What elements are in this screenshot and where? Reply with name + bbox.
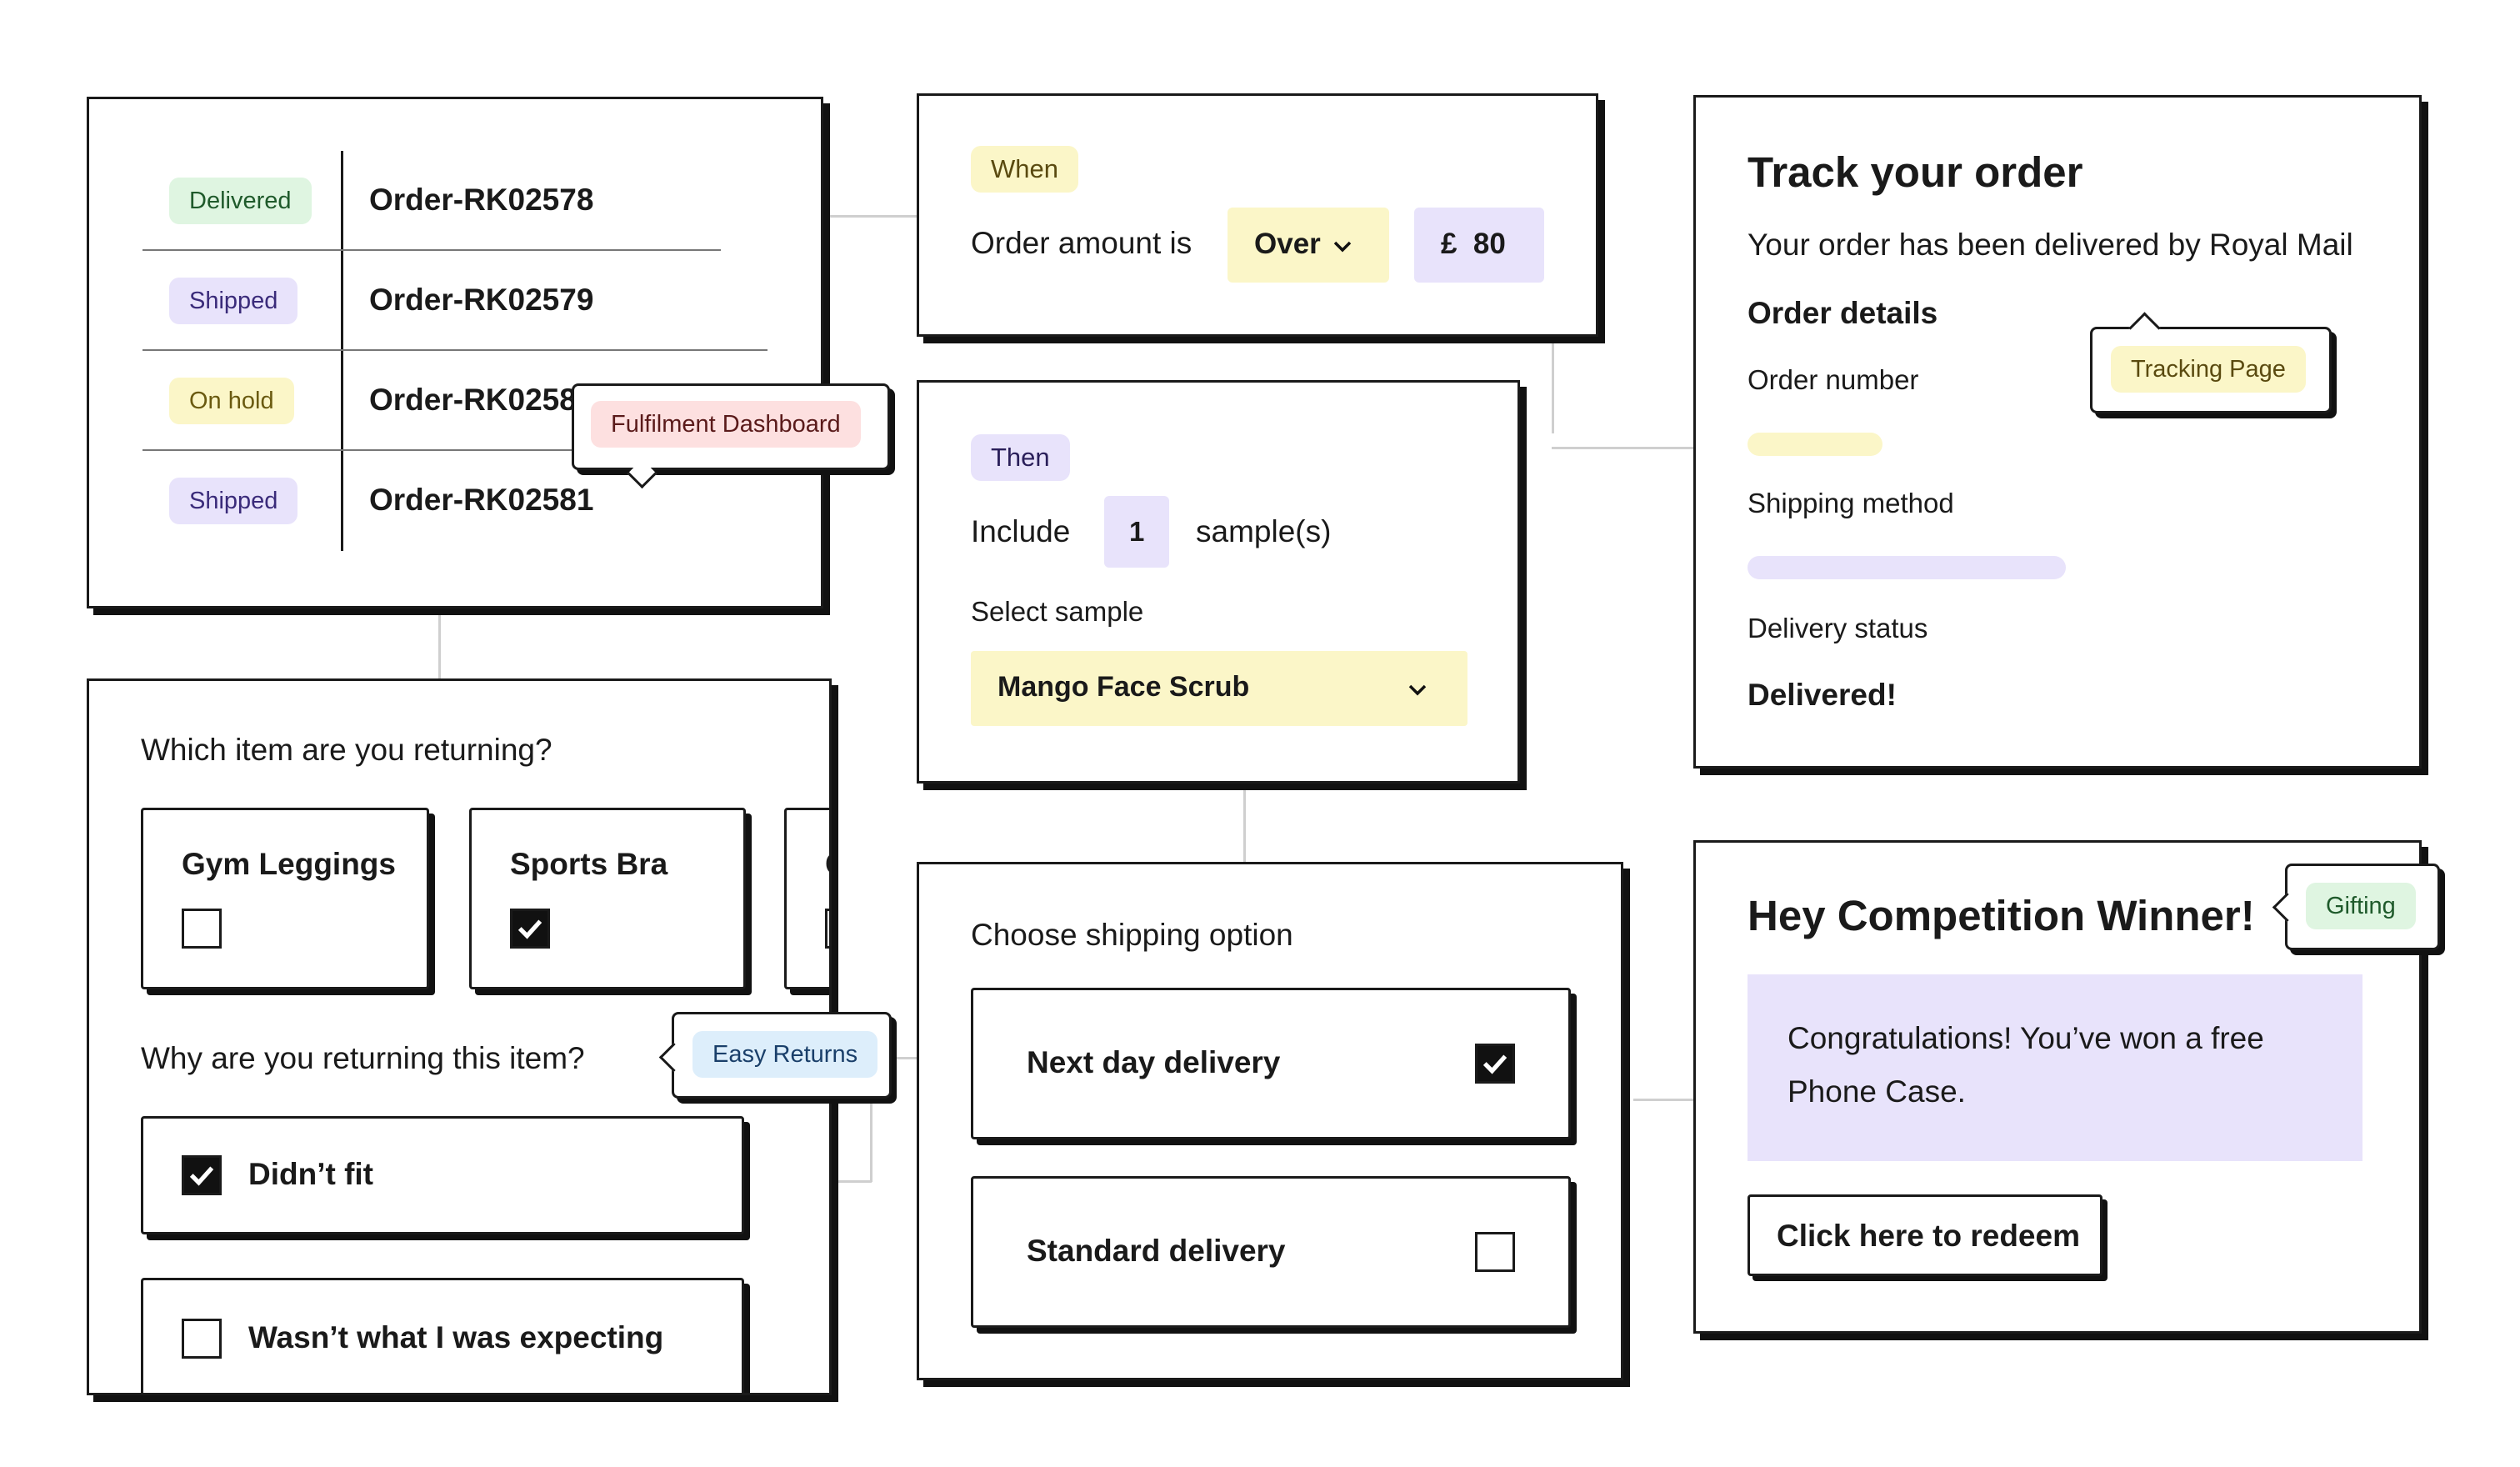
connector-line — [870, 1057, 872, 1182]
item-option-label: C — [825, 847, 829, 882]
table-divider-vertical — [341, 151, 343, 551]
connector-line — [825, 215, 917, 218]
orders-card: Delivered Order-RK02578 Shipped Order-RK… — [87, 97, 823, 608]
shipping-option[interactable]: Next day delivery — [971, 988, 1571, 1139]
order-id: Order-RK02581 — [369, 483, 594, 517]
checkbox[interactable] — [182, 1155, 222, 1195]
redeem-button-label: Click here to redeem — [1777, 1219, 2080, 1253]
rule-when-card: When Order amount is Over £ 80 — [917, 93, 1598, 337]
tag-label: Gifting — [2306, 883, 2416, 929]
reason-option-label: Wasn’t what I was expecting — [248, 1320, 664, 1354]
order-id: Order-RK0258 — [369, 383, 577, 417]
status-badge: Delivered — [169, 178, 312, 224]
gifting-tag: Gifting — [2285, 864, 2440, 950]
shipping-card: Choose shipping option Next day delivery… — [917, 862, 1623, 1380]
selected-sample-value: Mango Face Scrub — [998, 671, 1250, 703]
shipping-title: Choose shipping option — [971, 918, 1293, 952]
item-option[interactable]: Gym Leggings — [141, 808, 429, 989]
redeem-button[interactable]: Click here to redeem — [1748, 1194, 2102, 1276]
checkbox[interactable] — [825, 909, 829, 949]
connector-line — [833, 1180, 872, 1183]
gifting-message-line: Phone Case. — [1788, 1074, 1966, 1109]
order-details-heading: Order details — [1748, 296, 1938, 330]
item-option-label: Gym Leggings — [182, 847, 396, 881]
chevron-down-icon — [1333, 241, 1352, 253]
tag-label: Easy Returns — [692, 1031, 878, 1078]
order-number-label: Order number — [1748, 364, 1919, 395]
quantity-field[interactable]: 1 — [1104, 496, 1169, 568]
shipping-option-label: Standard delivery — [1027, 1234, 1286, 1268]
sample-select[interactable]: Mango Face Scrub — [971, 651, 1468, 726]
amount-value: £ 80 — [1441, 228, 1506, 260]
delivery-status-label: Delivery status — [1748, 613, 1928, 643]
fulfilment-dashboard-tag: Fulfilment Dashboard — [572, 383, 890, 470]
checkbox[interactable] — [1475, 1044, 1515, 1084]
checkmark-icon — [189, 1166, 214, 1186]
table-divider — [142, 449, 642, 451]
include-label: Include — [971, 514, 1071, 548]
tag-label: Fulfilment Dashboard — [591, 401, 861, 448]
shipping-method-label: Shipping method — [1748, 488, 1954, 518]
unit-label: sample(s) — [1196, 514, 1332, 548]
checkmark-icon — [518, 919, 542, 939]
shipping-option[interactable]: Standard delivery — [971, 1176, 1571, 1328]
connector-line — [867, 1057, 917, 1059]
order-id: Order-RK02578 — [369, 183, 594, 217]
connector-line — [438, 608, 441, 683]
shipping-method-placeholder — [1748, 556, 2066, 579]
connector-line — [1552, 335, 1554, 433]
connector-line — [1243, 779, 1246, 862]
tracking-title: Track your order — [1748, 148, 2083, 196]
operator-value: Over — [1254, 228, 1321, 260]
gifting-title: Hey Competition Winner! — [1748, 892, 2255, 939]
checkbox[interactable] — [182, 1319, 222, 1359]
chevron-down-icon — [1408, 684, 1427, 696]
easy-returns-tag: Easy Returns — [672, 1012, 892, 1099]
delivery-status-value: Delivered! — [1748, 678, 1897, 712]
when-badge: When — [971, 146, 1078, 193]
shipping-option-label: Next day delivery — [1027, 1045, 1281, 1079]
reason-option[interactable]: Wasn’t what I was expecting — [141, 1278, 744, 1393]
condition-label: Order amount is — [971, 226, 1192, 260]
checkbox[interactable] — [182, 909, 222, 949]
then-badge: Then — [971, 434, 1070, 481]
gifting-message-line: Congratulations! You’ve won a free — [1788, 1021, 2264, 1055]
table-divider — [142, 249, 721, 251]
reason-option[interactable]: Didn’t fit — [141, 1116, 744, 1234]
item-option-label: Sports Bra — [510, 847, 668, 881]
status-badge: Shipped — [169, 478, 298, 524]
status-badge: On hold — [169, 378, 294, 424]
checkmark-icon — [1482, 1054, 1508, 1074]
gifting-message-box: Congratulations! You’ve won a free Phone… — [1748, 974, 2362, 1161]
reason-option-label: Didn’t fit — [248, 1157, 374, 1191]
item-option[interactable]: Sports Bra — [469, 808, 746, 989]
select-sample-label: Select sample — [971, 596, 1144, 627]
table-divider — [142, 349, 768, 351]
status-badge: Shipped — [169, 278, 298, 324]
checkbox[interactable] — [1475, 1232, 1515, 1272]
quantity-value: 1 — [1129, 516, 1145, 547]
item-option[interactable]: C — [784, 808, 829, 989]
tag-label: Tracking Page — [2111, 346, 2306, 393]
rule-then-card: Then Include 1 sample(s) Select sample M… — [917, 380, 1520, 784]
reason-question: Why are you returning this item? — [141, 1041, 585, 1075]
tracking-card: Track your order Your order has been del… — [1693, 95, 2422, 769]
tracking-page-tag: Tracking Page — [2090, 327, 2332, 413]
order-number-placeholder — [1748, 433, 1882, 456]
amount-field[interactable]: £ 80 — [1414, 208, 1544, 283]
order-id: Order-RK02579 — [369, 283, 594, 317]
checkbox[interactable] — [510, 909, 550, 949]
operator-dropdown[interactable]: Over — [1228, 208, 1389, 283]
connector-line — [1633, 1099, 1693, 1101]
tracking-message: Your order has been delivered by Royal M… — [1748, 228, 2353, 262]
connector-line — [1552, 447, 1693, 449]
item-question: Which item are you returning? — [141, 733, 552, 767]
